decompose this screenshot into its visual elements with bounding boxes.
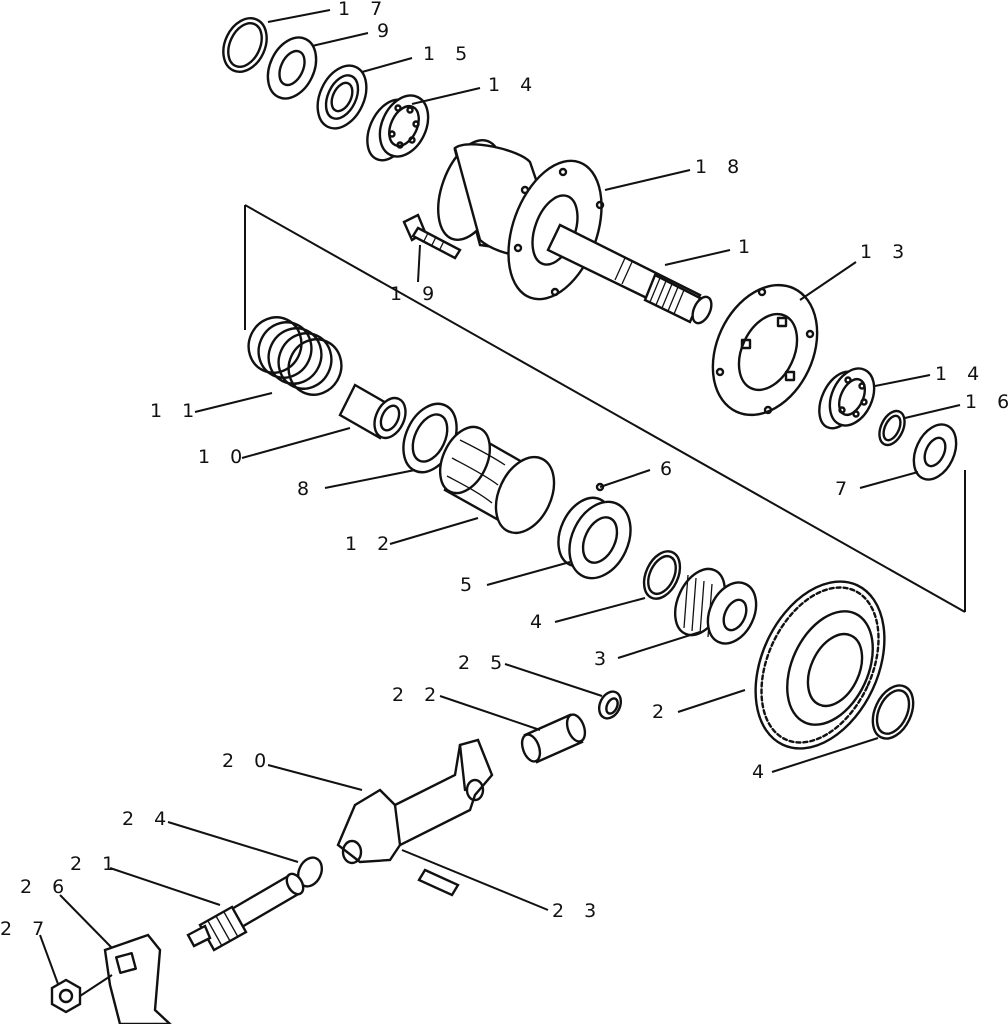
label-part-13: 1 3 [860,241,912,263]
part-27-nut [50,978,82,1014]
label-part-23: 2 3 [552,900,604,922]
label-part-5: 5 [460,574,480,596]
label-part-9: 9 [377,20,397,42]
part-10-collar [338,383,407,440]
part-25-bushing [597,690,623,720]
part-26-shift-arm [103,933,174,1026]
label-part-8: 8 [297,478,317,500]
label-part-25: 2 5 [458,652,510,674]
part-14-bearing-lower [818,367,876,430]
part-23-spring-pin [417,868,460,897]
part-19-bolt [402,213,462,260]
label-part-11: 1 1 [150,400,202,422]
part-20-shift-fork [336,738,494,865]
part-9-washer [266,36,318,100]
label-part-24: 2 4 [122,808,174,830]
label-part-14-upper: 1 4 [488,74,540,96]
part-4-snap-ring-lower [871,684,915,740]
label-part-27: 2 7 [0,918,52,940]
part-7-washer [912,423,958,481]
label-part-17: 1 7 [338,0,390,20]
label-part-6: 6 [660,458,680,480]
part-18-housing [437,139,605,301]
part-21-shift-shaft [186,872,305,952]
label-part-21: 2 1 [70,853,122,875]
part-5-hub [557,496,632,580]
label-part-14-lower: 1 4 [935,363,987,385]
part-17-snap-ring [222,17,268,73]
part-4-snap-ring-upper [642,550,682,600]
label-part-22: 2 2 [392,684,444,706]
part-16-snap-ring [878,409,906,447]
label-part-4-upper: 4 [530,611,550,633]
part-2-large-gear [754,580,886,750]
part-22-pin [520,713,587,764]
label-part-7: 7 [835,478,855,500]
part-11-spring [247,316,343,396]
label-part-20: 2 0 [222,750,274,772]
label-part-19: 1 9 [390,283,442,305]
label-part-16: 1 6 [965,391,1008,413]
label-part-2: 2 [652,701,672,723]
label-part-4-lower: 4 [752,761,772,783]
label-part-15: 1 5 [423,43,475,65]
assembly-bracket [244,204,966,613]
label-part-18: 1 8 [695,156,747,178]
part-1-shaft [546,223,713,325]
part-14-bearing-upper [366,94,430,162]
part-3-gear [673,567,758,645]
part-15-oil-seal [316,64,368,130]
part-12-drum [438,425,556,535]
part-13-flange-plate [711,283,819,417]
label-part-1: 1 [738,236,758,258]
label-part-12: 1 2 [345,533,397,555]
leader-lines [39,9,961,997]
label-part-3: 3 [594,648,614,670]
label-part-10: 1 0 [198,446,250,468]
label-part-26: 2 6 [20,876,72,898]
